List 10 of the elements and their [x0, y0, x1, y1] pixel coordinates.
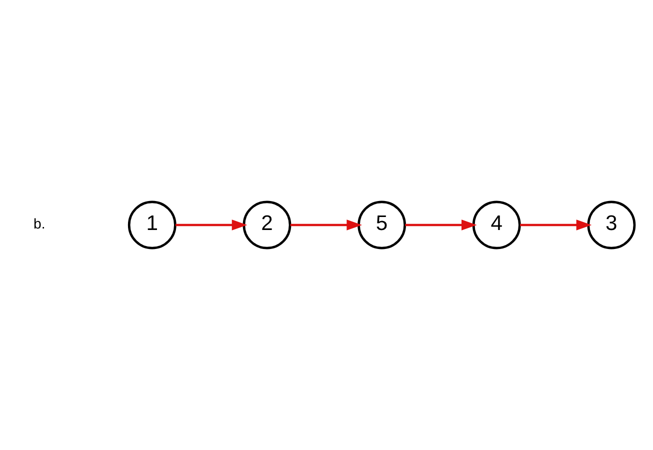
node-circle: 3: [587, 200, 636, 250]
arrow: [290, 220, 362, 230]
arrow: [520, 220, 592, 230]
node-circle: 2: [242, 200, 292, 250]
node-circle: 4: [472, 200, 521, 250]
label: b.: [34, 216, 46, 232]
arrow: [176, 220, 248, 230]
arrow: [405, 220, 477, 230]
node-circle: 5: [358, 200, 406, 250]
node-circle: 1: [128, 200, 176, 250]
